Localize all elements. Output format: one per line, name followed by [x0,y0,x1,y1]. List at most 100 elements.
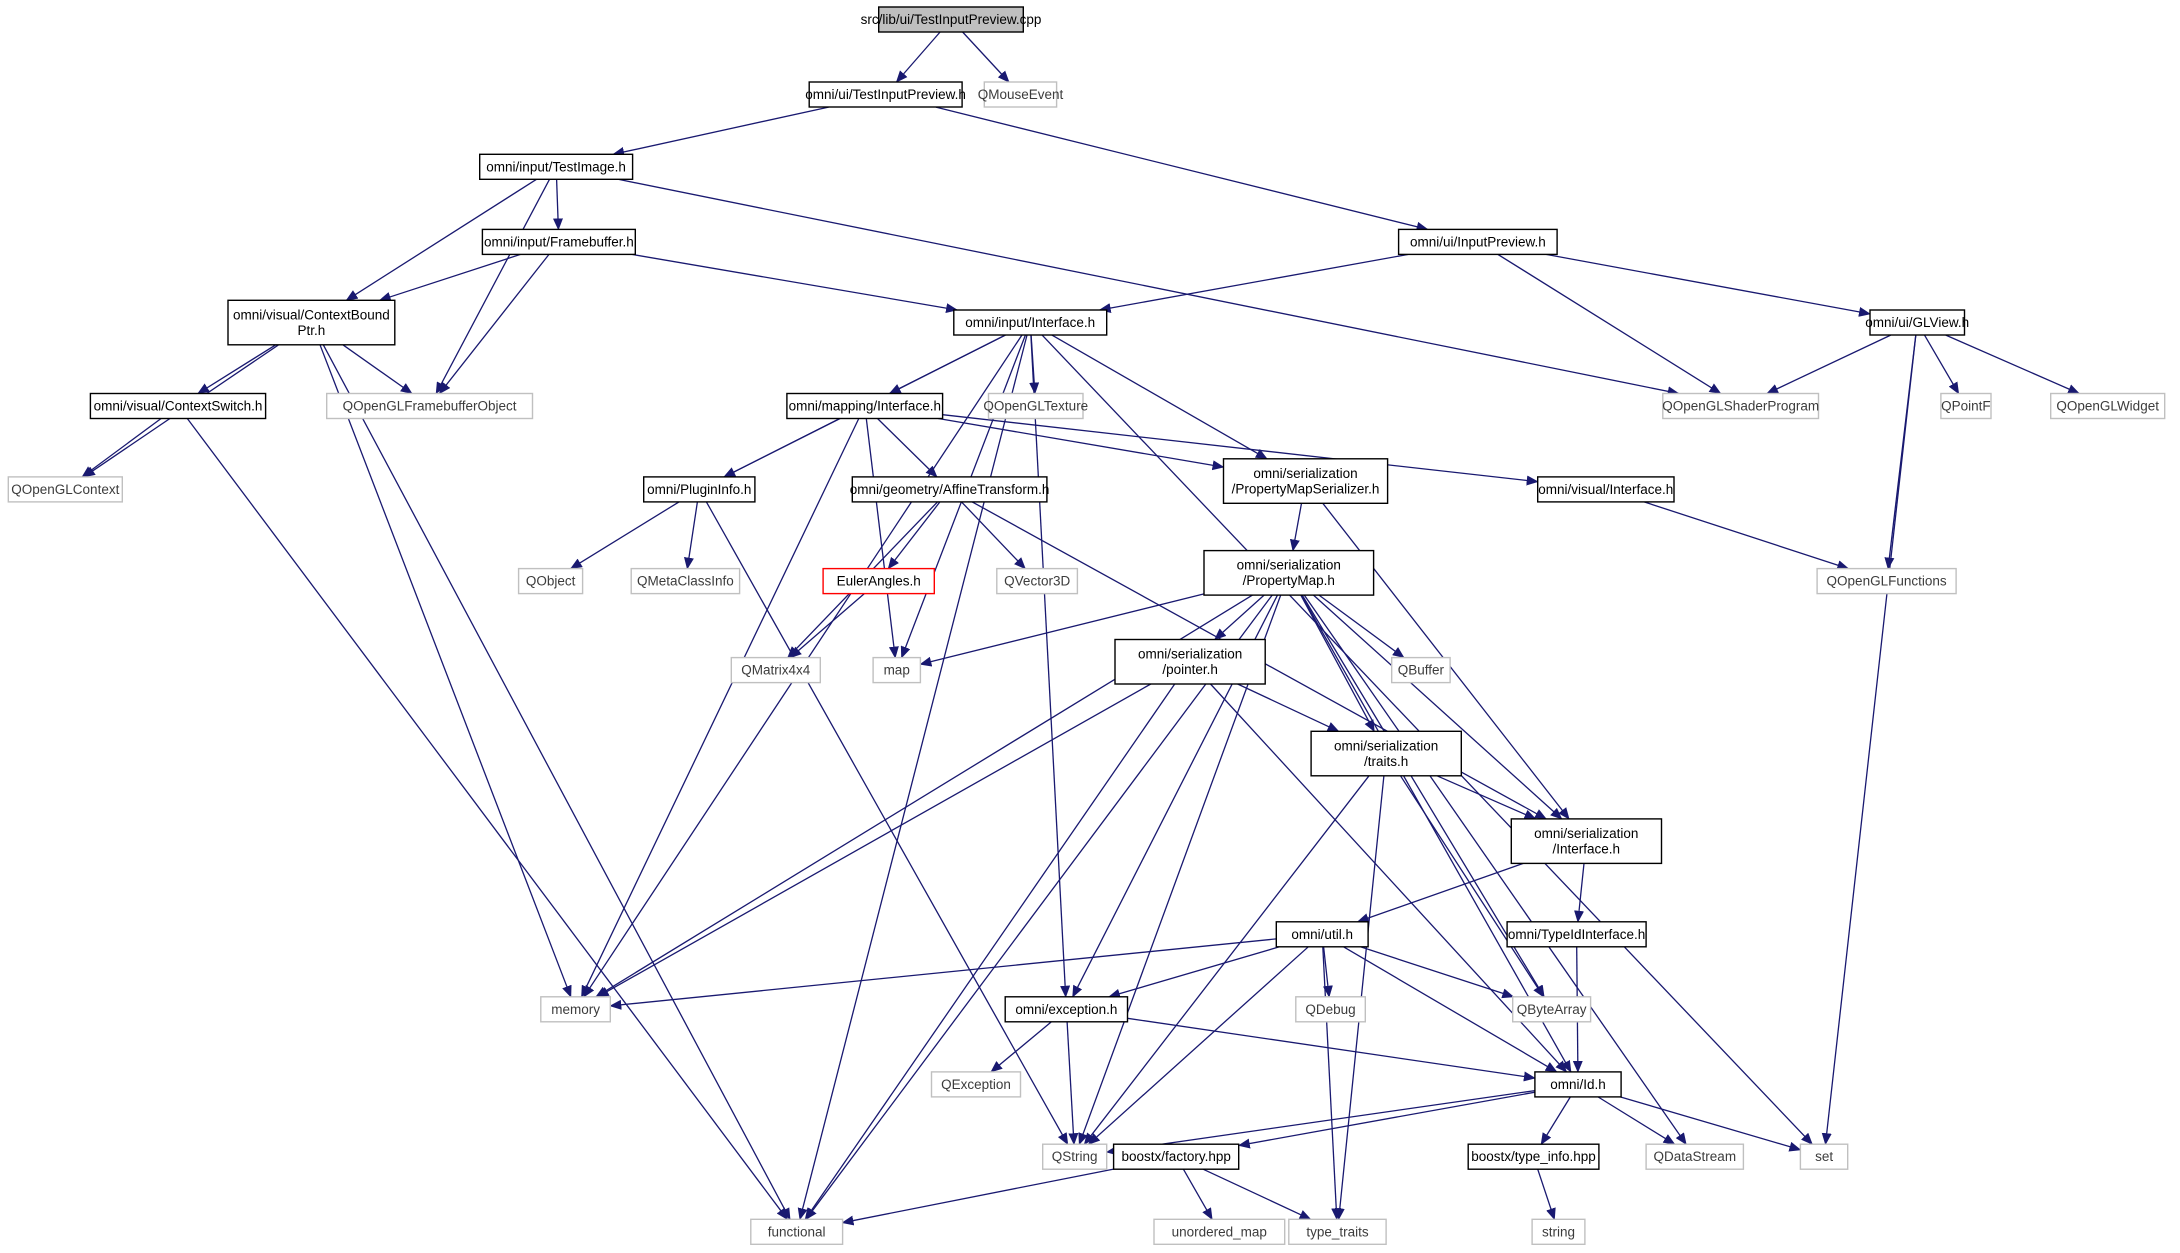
node-box [1390,656,1451,684]
node-label: omni/PluginInfo.h [647,482,751,497]
node-box [1112,1143,1240,1170]
node-box [1940,392,1992,420]
graph-node: QDataStream [1645,1143,1745,1170]
node-box [1816,567,1957,595]
node-label: string [1542,1224,1575,1239]
node-label: QObject [526,574,576,589]
node-label: QOpenGLWidget [2056,399,2159,414]
graph-node[interactable]: omni/ui/TestInputPreview.h [805,81,966,108]
edge-n17-n41 [705,501,1069,1146]
node-box [730,656,821,684]
node-label: QDebug [1305,1002,1355,1017]
node-label: omni/input/Framebuffer.h [484,234,634,249]
edge-n0-n2 [962,31,1010,83]
graph-node[interactable]: src/lib/ui/TestInputPreview.cpp [861,6,1042,33]
node-label: omni/TypeIdInterface.h [1508,927,1645,942]
graph-node[interactable]: omni/geometry/AffineTransform.h [850,476,1050,503]
graph-node[interactable]: omni/Id.h [1534,1071,1622,1098]
graph-node: QMetaClassInfo [630,567,741,595]
graph-node[interactable]: omni/PluginInfo.h [643,476,756,503]
graph-node[interactable]: omni/mapping/Interface.h [786,392,944,420]
node-label: omni/serialization [1334,738,1438,753]
graph-node[interactable]: omni/visual/Interface.h [1536,476,1675,503]
node-label: omni/util.h [1291,927,1353,942]
node-box [987,392,1084,420]
edge-n4-n7 [1098,253,1409,313]
node-box [750,1218,844,1246]
nodes-layer: src/lib/ui/TestInputPreview.cpp omni/ui/T… [7,6,2166,1246]
node-box [1153,1218,1286,1246]
edge-n6-n9 [197,344,277,395]
edge-n17-n22 [684,501,699,570]
node-box [1645,1143,1745,1170]
node-label: /traits.h [1364,754,1408,769]
edge-n3-n5 [553,179,564,231]
graph-node[interactable]: omni/TypeIdInterface.h [1506,921,1647,948]
node-box [1531,1218,1586,1246]
graph-node[interactable]: omni/serialization/Interface.h [1510,818,1663,865]
graph-node[interactable]: omni/ui/InputPreview.h [1397,228,1558,256]
node-label: QVector3D [1004,574,1070,589]
node-label: EulerAngles.h [837,574,921,589]
node-box [1869,309,1966,336]
edge-n18-n24 [961,501,1026,570]
node-label: omni/exception.h [1015,1002,1117,1017]
node-label: omni/visual/ContextBound [233,307,390,322]
node-label: src/lib/ui/TestInputPreview.cpp [861,12,1042,27]
edge-n7-n36 [1030,335,1071,998]
edge-n33-n38 [1360,946,1515,999]
node-box [1041,1143,1108,1170]
edge-n42-n47 [1182,1168,1213,1221]
edge-n40-n43 [1597,1096,1676,1145]
graph-node[interactable]: omni/input/TestImage.h [479,153,634,181]
node-box [89,392,267,420]
edge-n32-n34 [1574,863,1585,923]
edge-n33-n48 [1322,946,1342,1221]
graph-node[interactable]: omni/ui/GLView.h [1865,309,1969,336]
edge-n36-n41 [1066,1021,1079,1146]
node-label: omni/serialization [1138,647,1242,662]
edge-n11-n19 [938,417,1225,471]
graph-node[interactable]: omni/serialization/traits.h [1310,730,1462,777]
node-label: omni/ui/InputPreview.h [1410,234,1546,249]
graph-node[interactable]: boostx/factory.hpp [1112,1143,1240,1170]
graph-node: QDebug [1295,996,1367,1023]
edge-n25-n40 [1300,594,1572,1073]
edge-n11-n28 [865,418,899,659]
edge-n45-n49 [1537,1168,1556,1221]
graph-node[interactable]: omni/util.h [1275,921,1369,948]
edge-n33-n41 [1087,946,1309,1145]
node-box [1397,228,1558,256]
node-label: QOpenGLTexture [983,399,1088,414]
graph-node: string [1531,1218,1586,1246]
graph-node[interactable]: omni/input/Framebuffer.h [481,228,636,256]
graph-node[interactable]: boostx/type_info.hpp [1467,1143,1600,1170]
graph-node: QOpenGLFunctions [1816,567,1957,595]
node-label: QOpenGLFramebufferObject [343,399,517,414]
graph-node[interactable]: omni/serialization/PropertyMap.h [1203,549,1375,596]
node-label: omni/input/Interface.h [965,315,1095,330]
graph-node[interactable]: omni/serialization/PropertyMapSerializer… [1222,458,1389,504]
node-box [983,81,1058,108]
node-label: omni/input/TestImage.h [486,159,626,174]
node-box [808,81,963,108]
graph-node[interactable]: EulerAngles.h [822,567,935,595]
edge-n29-n31 [1237,683,1340,732]
edges-layer [81,31,2081,1226]
node-label: Ptr.h [298,323,326,338]
graph-node[interactable]: omni/input/Interface.h [953,309,1108,336]
edge-n29-n35 [596,683,1152,998]
node-label: /pointer.h [1162,662,1218,677]
edge-n9-n46 [186,418,788,1221]
node-label: QOpenGLFunctions [1827,574,1947,589]
graph-node[interactable]: omni/serialization/pointer.h [1114,638,1266,685]
edge-n33-n37 [1322,946,1333,998]
edge-n0-n1 [895,31,941,83]
graph-node[interactable]: omni/visual/ContextSwitch.h [89,392,267,420]
node-label: QMetaClassInfo [637,574,734,589]
edge-n7-n19 [1051,334,1268,460]
edge-n8-n44 [1821,335,1917,1146]
edge-n31-n38 [1399,775,1545,998]
graph-node[interactable]: omni/exception.h [1004,996,1129,1023]
